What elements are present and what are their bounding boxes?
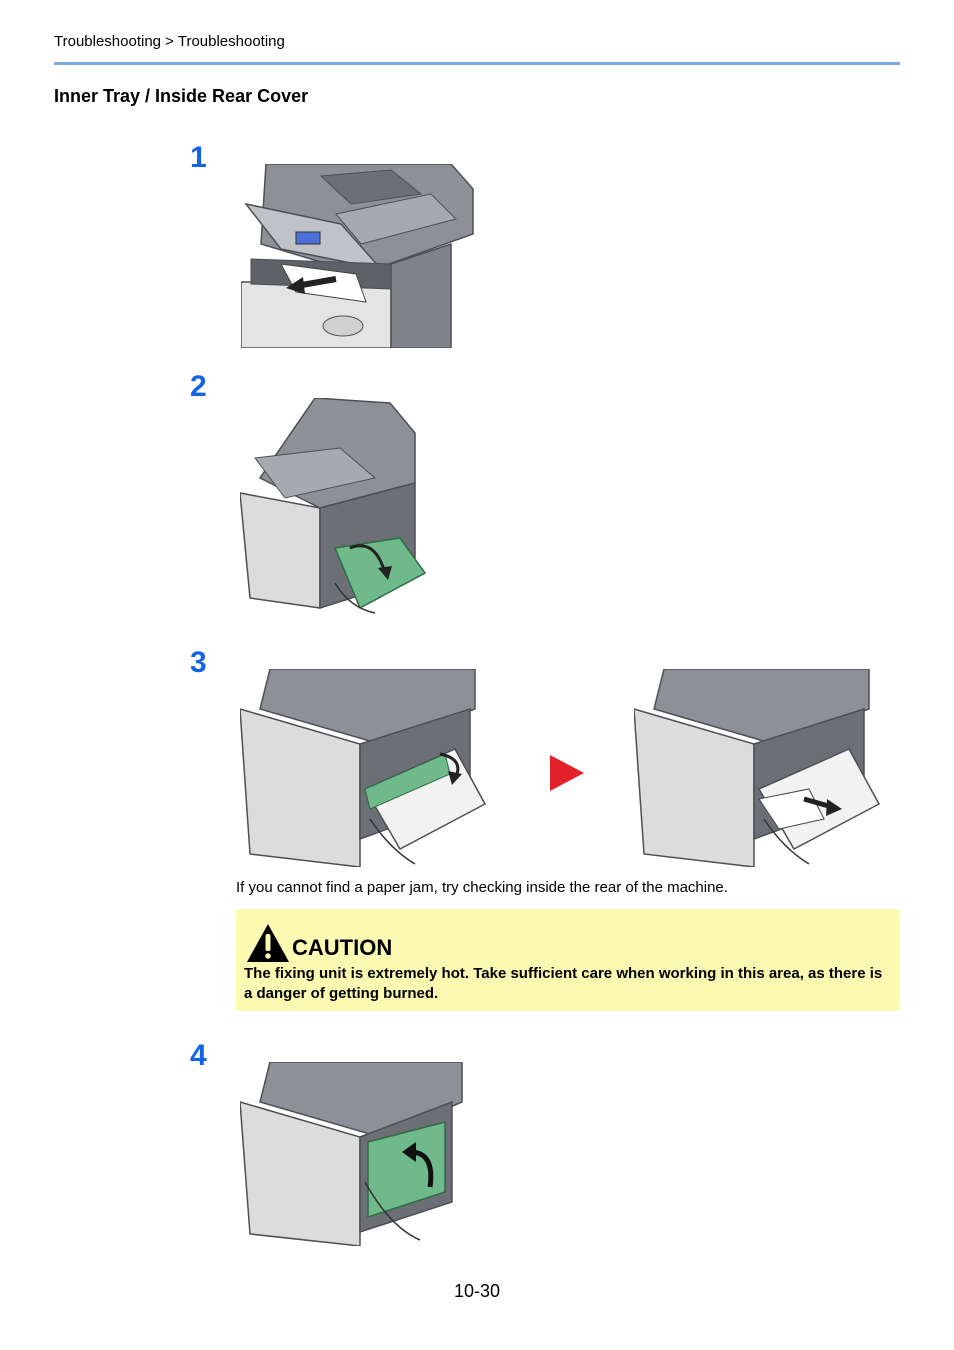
- section-title: Inner Tray / Inside Rear Cover: [54, 86, 309, 106]
- step-number-3: 3: [190, 646, 207, 679]
- step-number-2: 2: [190, 370, 207, 403]
- warning-triangle-icon: [247, 924, 289, 962]
- step-4-illustration: [240, 1062, 463, 1246]
- caution-title: CAUTION: [292, 935, 393, 960]
- step-1-illustration: [241, 164, 474, 348]
- next-arrow-icon: [550, 755, 584, 791]
- caution-box: CAUTION The fixing unit is extremely hot…: [236, 909, 900, 1011]
- breadcrumb[interactable]: Troubleshooting > Troubleshooting: [54, 33, 285, 50]
- caution-header: CAUTION: [246, 923, 392, 963]
- page-number: 10-30: [453, 1281, 501, 1301]
- header-rule: [54, 62, 900, 65]
- step-number-4: 4: [190, 1039, 207, 1072]
- step-number-1: 1: [190, 141, 207, 174]
- note-text: If you cannot find a paper jam, try chec…: [236, 879, 728, 896]
- step-3-illustration-b: [634, 669, 881, 867]
- step-2-illustration: [240, 398, 426, 614]
- caution-text: The fixing unit is extremely hot. Take s…: [244, 965, 883, 1002]
- step-3-illustration-a: [240, 669, 487, 867]
